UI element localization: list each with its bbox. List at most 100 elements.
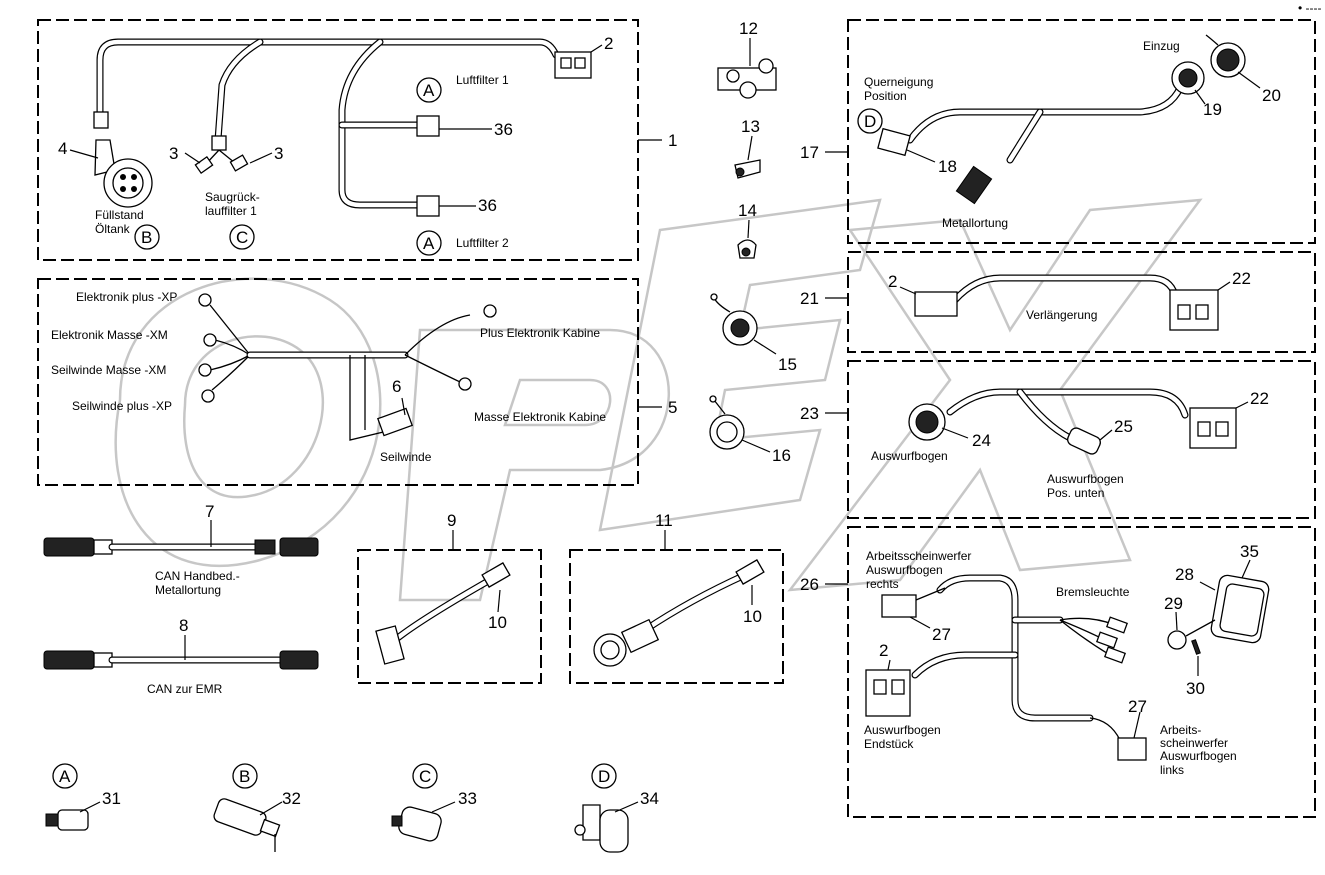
group-9-harness bbox=[375, 562, 511, 665]
part-3-right-label: 3 bbox=[274, 144, 283, 163]
bottom-circle-c-text: C bbox=[419, 767, 431, 786]
part-10-label-a: 10 bbox=[488, 613, 507, 632]
saugrueck-label-line2: lauffilter 1 bbox=[205, 204, 257, 218]
plus-elektronik-kabine-label: Plus Elektronik Kabine bbox=[480, 326, 600, 340]
asw-rechts-label-line2: Auswurfbogen bbox=[866, 563, 943, 577]
part-27-number-lower: 27 bbox=[1128, 697, 1147, 716]
part-32-drawing bbox=[213, 798, 281, 852]
auswurfbogen-label: Auswurfbogen bbox=[871, 449, 948, 463]
part-31-number: 31 bbox=[102, 789, 121, 808]
group-23-harness bbox=[908, 388, 1237, 455]
part-28-number: 28 bbox=[1175, 565, 1194, 584]
part-18-leader bbox=[906, 149, 936, 163]
seilwinde-label: Seilwinde bbox=[380, 450, 432, 464]
endstueck-label-line2: Endstück bbox=[864, 737, 914, 751]
endstueck-label-line1: Auswurfbogen bbox=[864, 723, 941, 737]
part-31-drawing bbox=[45, 809, 89, 831]
part-2-number-21: 2 bbox=[888, 272, 897, 291]
bottom-circle-b-text: B bbox=[239, 767, 250, 786]
part-27-number-upper: 27 bbox=[932, 625, 951, 644]
group-26-number: 26 bbox=[800, 575, 819, 594]
part-13-leader bbox=[747, 135, 753, 161]
part-25-leader bbox=[1099, 429, 1113, 441]
part-24-leader bbox=[941, 427, 969, 439]
seilwinde-masse-xm-label: Seilwinde Masse -XM bbox=[51, 363, 166, 377]
auswurfbogen-pos-label-line1: Auswurfbogen bbox=[1047, 472, 1124, 486]
part-22-number-21: 22 bbox=[1232, 269, 1251, 288]
fuellstand-label-line2: Öltank bbox=[95, 222, 131, 236]
can-cable-7 bbox=[43, 537, 319, 557]
part-28-leader bbox=[1199, 581, 1216, 591]
group-26-harness bbox=[865, 574, 1270, 761]
part-30-number: 30 bbox=[1186, 679, 1205, 698]
group-17-harness bbox=[877, 34, 1246, 205]
part-16-leader bbox=[741, 439, 771, 453]
part-13-drawing bbox=[734, 159, 761, 179]
circle-a-marker bbox=[416, 77, 442, 103]
group-5-number: 5 bbox=[668, 398, 677, 417]
part-19-number: 19 bbox=[1203, 100, 1222, 119]
can-handbed-label-line2: Metallortung bbox=[155, 583, 221, 597]
part-6-label: 6 bbox=[392, 377, 401, 396]
circle-a-marker bbox=[416, 230, 442, 256]
group-21-number: 21 bbox=[800, 289, 819, 308]
part-14-leader bbox=[747, 219, 750, 239]
part-27-leader-upper bbox=[909, 616, 931, 629]
querneigung-label-line1: Querneigung bbox=[864, 75, 933, 89]
group-8-number: 8 bbox=[179, 616, 188, 635]
asw-links-label-line4: links bbox=[1160, 763, 1184, 777]
part-33-leader bbox=[431, 801, 456, 813]
part-25-number: 25 bbox=[1114, 417, 1133, 436]
circle-d-marker bbox=[857, 108, 883, 134]
part-32-leader bbox=[259, 801, 283, 816]
elektronik-masse-xm-label: Elektronik Masse -XM bbox=[51, 328, 168, 342]
part-34-number: 34 bbox=[640, 789, 659, 808]
verlaengerung-label: Verlängerung bbox=[1026, 308, 1097, 322]
circle-b-text: B bbox=[141, 228, 152, 247]
part-15-number: 15 bbox=[778, 355, 797, 374]
part-15-leader bbox=[753, 339, 777, 355]
part-34-leader bbox=[614, 801, 639, 813]
asw-links-label-line1: Arbeits- bbox=[1160, 723, 1201, 737]
group-1-harness bbox=[93, 38, 592, 217]
group-11-box bbox=[569, 549, 784, 684]
group-5-box bbox=[37, 278, 639, 486]
group-21-box bbox=[847, 251, 1316, 353]
part-33-number: 33 bbox=[458, 789, 477, 808]
querneigung-label-line2: Position bbox=[864, 89, 907, 103]
group-1-leaders bbox=[69, 44, 662, 207]
can-cable-8 bbox=[43, 650, 319, 670]
group-11-number: 11 bbox=[655, 511, 673, 530]
luftfilter-2-label: Luftfilter 2 bbox=[456, 236, 509, 250]
elektronik-plus-xp-label: Elektronik plus -XP bbox=[76, 290, 177, 304]
part-12-number: 12 bbox=[739, 19, 758, 38]
part-16-drawing bbox=[709, 395, 745, 450]
part-14-drawing bbox=[737, 239, 757, 259]
can-handbed-label-line1: CAN Handbed.- bbox=[155, 569, 240, 583]
group-17-number: 17 bbox=[800, 143, 819, 162]
circle-d-bottom bbox=[591, 763, 617, 789]
part-14-number: 14 bbox=[738, 201, 757, 220]
circle-c-bottom bbox=[412, 763, 438, 789]
fuellstand-label-line1: Füllstand bbox=[95, 208, 144, 222]
part-20-leader bbox=[1237, 71, 1261, 89]
can-zur-emr-label: CAN zur EMR bbox=[147, 682, 223, 696]
group-17-box bbox=[847, 19, 1316, 244]
circle-a-text-2: A bbox=[423, 234, 435, 253]
circle-c-marker bbox=[229, 224, 255, 250]
part-36-lower-label: 36 bbox=[478, 196, 497, 215]
group-7-number: 7 bbox=[205, 502, 214, 521]
saugrueck-label-line1: Saugrück- bbox=[205, 190, 260, 204]
corner-mark: • ---- bbox=[1298, 1, 1322, 15]
circle-a-text-1: A bbox=[423, 81, 435, 100]
part-19-leader bbox=[1194, 89, 1206, 105]
part-35-number: 35 bbox=[1240, 542, 1259, 561]
part-2-leader-26 bbox=[887, 659, 891, 671]
part-36-upper-label: 36 bbox=[494, 120, 513, 139]
circle-d-text: D bbox=[864, 112, 876, 131]
part-20-number: 20 bbox=[1262, 86, 1281, 105]
part-4-label: 4 bbox=[58, 139, 67, 158]
masse-elektronik-kabine-label: Masse Elektronik Kabine bbox=[474, 410, 606, 424]
part-22-number-23: 22 bbox=[1250, 389, 1269, 408]
